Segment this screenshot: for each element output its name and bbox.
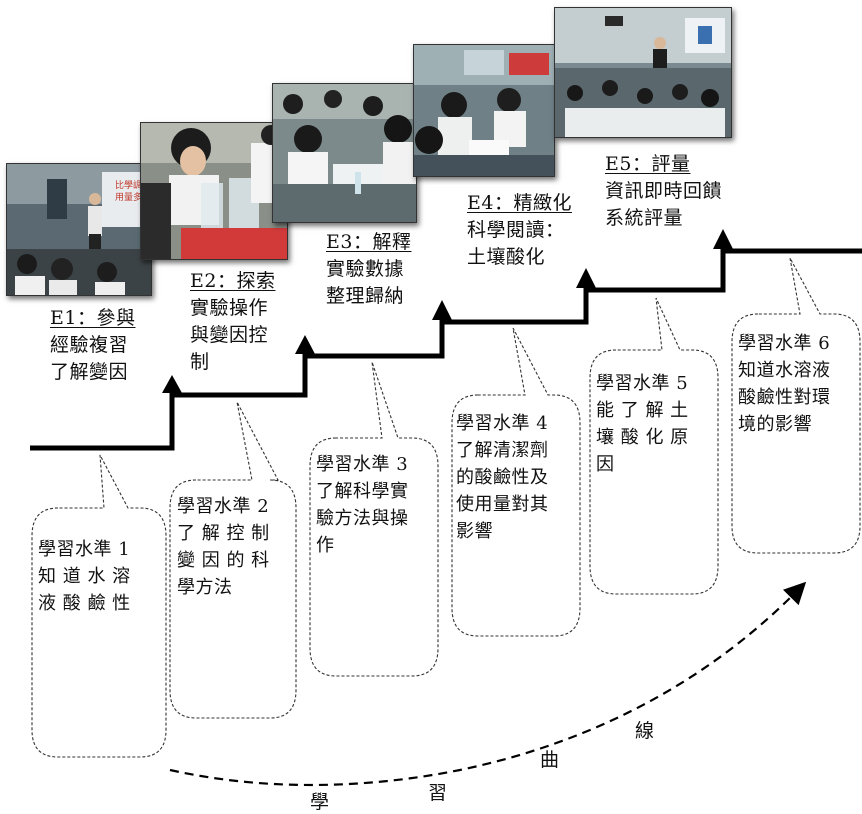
level-4-text: 學習水準 4 了解清潔劑 的酸鹼性及 使用量對其 影響	[456, 410, 580, 545]
level-2-text: 學習水準 2 了 解 控 制 變 因 的 科 學方法	[177, 493, 297, 601]
curve-label-char-4: 線	[635, 720, 655, 742]
callout-level-3	[309, 361, 439, 677]
level-line: 驗方法與操	[316, 508, 409, 529]
step-arrow-1	[162, 375, 182, 393]
photo-e1-screen-line-1: 比學調	[115, 179, 142, 191]
callout-level-1	[31, 454, 167, 758]
level-line: 學習水準 6	[738, 333, 831, 354]
step-arrow-2	[295, 335, 315, 354]
stage-label-e2: E2：探索 實驗操作 與變因控 制	[190, 268, 275, 376]
callout-level-5	[589, 297, 719, 595]
stage-line: 系統評量	[605, 207, 684, 229]
level-line: 了解科學實	[316, 481, 409, 502]
level-line: 學習水準 5	[596, 373, 689, 394]
level-line: 了解清潔劑	[456, 440, 549, 461]
level-3-text: 學習水準 3 了解科學實 驗方法與操 作	[316, 451, 438, 559]
level-line: 知道水溶液	[738, 360, 831, 381]
callout-level-2	[169, 401, 297, 719]
level-line: 學習水準 2	[177, 496, 270, 517]
stage-line: 整理歸納	[326, 285, 405, 307]
level-6-text: 學習水準 6 知道水溶液 酸鹼性對環 境的影響	[738, 330, 860, 438]
curve-label-char-1: 學	[310, 791, 330, 813]
step-arrow-4	[576, 268, 596, 288]
level-line: 境的影響	[738, 414, 812, 435]
step-arrow-5	[713, 229, 733, 249]
level-line: 的酸鹼性及	[456, 467, 549, 488]
level-line: 學習水準 4	[456, 413, 549, 434]
stage-heading-e5: E5：評量	[605, 153, 691, 175]
stage-heading-e3: E3：解釋	[326, 231, 412, 253]
stage-line: 科學閱讀：	[467, 219, 565, 241]
photo-e4-reading	[413, 44, 555, 177]
staircase-line	[30, 248, 862, 451]
stage-line: 了解變因	[50, 361, 129, 383]
step-arrow-3	[432, 300, 452, 320]
level-line: 了 解 控 制	[177, 523, 270, 544]
stage-heading-e1: E1：參與	[50, 307, 136, 329]
learning-curve-arrow	[169, 581, 807, 787]
stage-line: 制	[190, 351, 210, 373]
photo-e1-classroom: 比學調 用量多	[6, 163, 152, 296]
stage-line: 經驗複習	[50, 334, 129, 356]
stage-line: 實驗操作	[190, 297, 269, 319]
stage-heading-e4: E4：精緻化	[467, 192, 572, 214]
level-line: 酸鹼性對環	[738, 387, 831, 408]
level-line: 壤 酸 化 原	[596, 427, 689, 448]
callout-level-6	[731, 257, 861, 554]
stage-label-e5: E5：評量 資訊即時回饋 系統評量	[605, 151, 722, 232]
level-line: 學方法	[177, 577, 233, 598]
level-line: 知 道 水 溶	[38, 566, 131, 587]
stage-label-e4: E4：精緻化 科學閱讀： 土壤酸化	[467, 190, 572, 271]
stage-label-e3: E3：解釋 實驗數據 整理歸納	[326, 229, 411, 310]
level-line: 學習水準 3	[316, 454, 409, 475]
photo-e5-assessment	[554, 7, 732, 138]
level-line: 液 酸 鹼 性	[38, 593, 131, 614]
level-line: 因	[596, 454, 615, 475]
level-line: 使用量對其	[456, 494, 549, 515]
stage-line: 實驗數據	[326, 258, 405, 280]
stage-label-e1: E1：參與 經驗複習 了解變因	[50, 305, 135, 386]
curve-label-char-3: 曲	[540, 749, 560, 771]
photo-e1-screen-line-2: 用量多	[115, 191, 142, 203]
stage-line: 土壤酸化	[467, 246, 546, 268]
level-line: 作	[316, 535, 335, 556]
curve-label-char-2: 習	[428, 782, 448, 804]
level-5-text: 學習水準 5 能 了 解 土 壤 酸 化 原 因	[596, 370, 718, 478]
photo-e2-experiment	[140, 122, 288, 260]
callout-level-4	[451, 327, 581, 637]
level-line: 學習水準 1	[38, 539, 131, 560]
photo-e3-students	[272, 83, 417, 223]
stage-heading-e2: E2：探索	[190, 270, 276, 292]
level-line: 影響	[456, 521, 493, 542]
stage-line: 與變因控	[190, 324, 269, 346]
level-line: 能 了 解 土	[596, 400, 689, 421]
level-1-text: 學習水準 1 知 道 水 溶 液 酸 鹼 性	[38, 536, 164, 617]
level-line: 變 因 的 科	[177, 550, 270, 571]
stage-line: 資訊即時回饋	[605, 180, 723, 202]
